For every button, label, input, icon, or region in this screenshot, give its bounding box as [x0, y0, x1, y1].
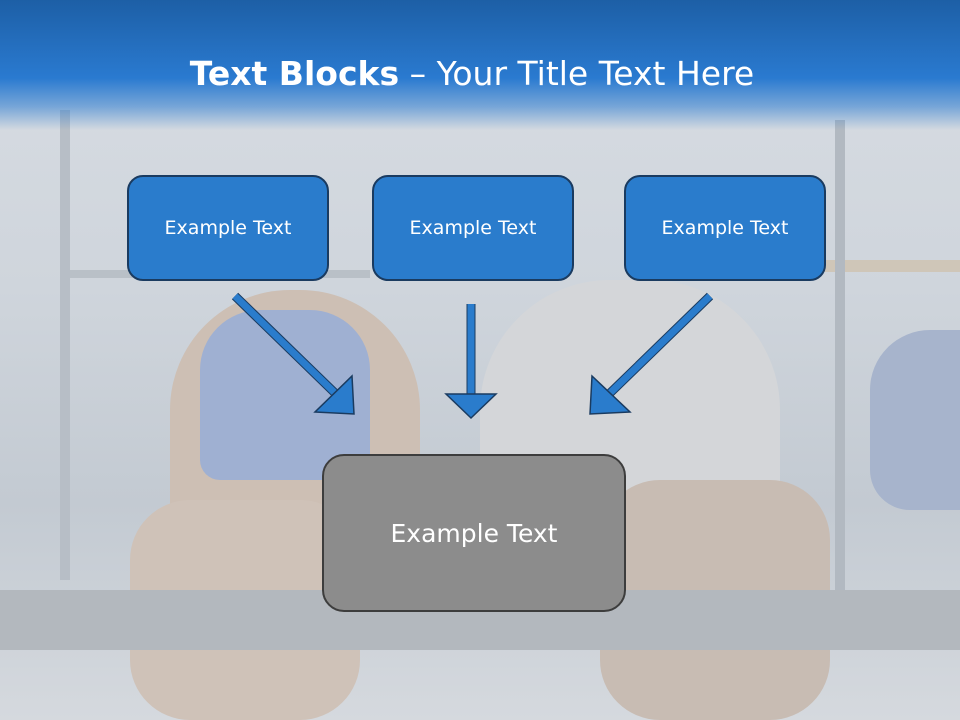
title-band	[0, 0, 960, 130]
arrow-left	[231, 292, 355, 415]
text-block-right[interactable]: Example Text	[624, 175, 826, 281]
result-block-label: Example Text	[390, 518, 558, 548]
slide-title: Text Blocks – Your Title Text Here	[0, 52, 944, 96]
text-block-right-label: Example Text	[661, 217, 789, 239]
text-block-middle[interactable]: Example Text	[372, 175, 574, 281]
title-dash: –	[399, 54, 437, 93]
text-block-middle-label: Example Text	[409, 217, 537, 239]
title-bold-part: Text Blocks	[189, 54, 400, 93]
text-block-left-label: Example Text	[164, 217, 292, 239]
arrow-middle	[444, 304, 498, 420]
arrow-right	[589, 292, 714, 415]
text-block-left[interactable]: Example Text	[127, 175, 329, 281]
title-rest-part: Your Title Text Here	[436, 54, 755, 93]
result-block[interactable]: Example Text	[322, 454, 626, 612]
